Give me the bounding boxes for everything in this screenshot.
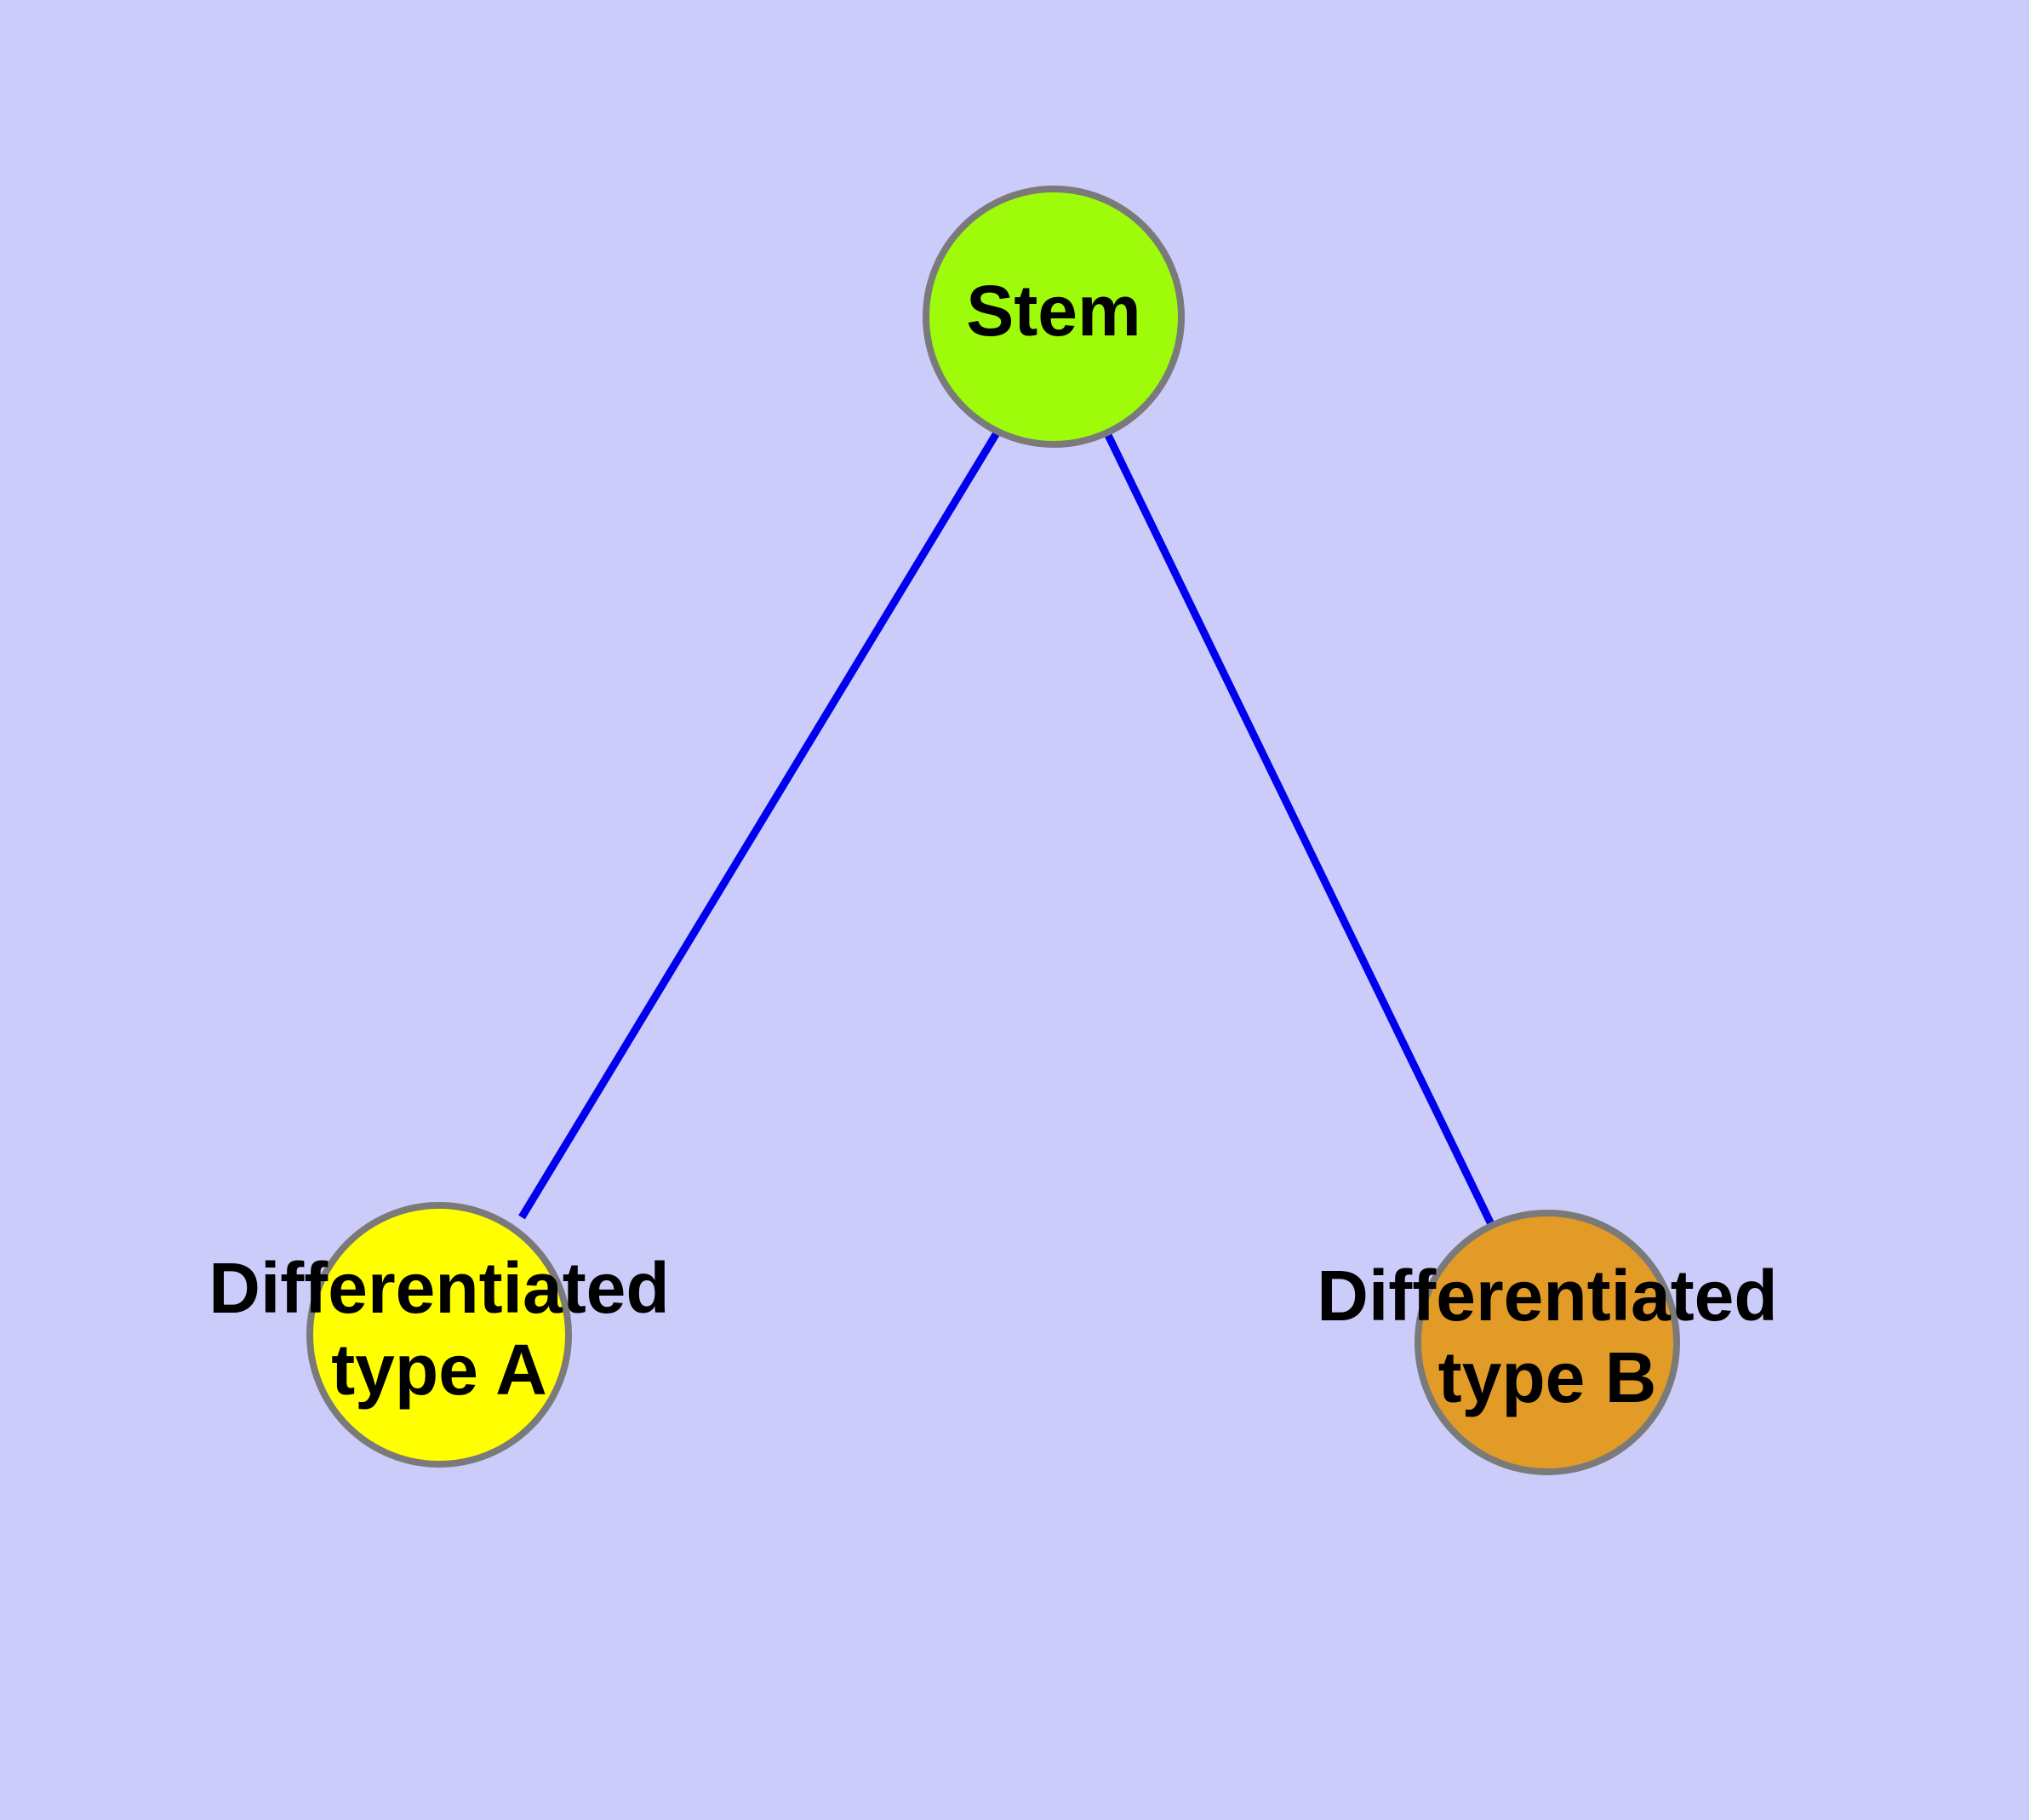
edges-layer — [518, 429, 1495, 1226]
graph-node-label-line: Stem — [966, 271, 1140, 351]
graph-node-stem[interactable] — [923, 186, 1185, 448]
graph-node-diff_a[interactable] — [306, 1202, 572, 1468]
graph-edge-stem-to-diff-b — [1102, 430, 1495, 1226]
graph-node-label-stem: Stem — [966, 271, 1140, 351]
graph-node-label-line: type B — [1438, 1337, 1657, 1417]
graph-node-label-line: Differentiated — [1317, 1256, 1777, 1336]
nodes-layer — [306, 186, 1680, 1475]
graph-node-label-line: Differentiated — [209, 1248, 669, 1328]
graph-edge-stem-to-diff-a — [518, 429, 1001, 1220]
graph-node-diff_b[interactable] — [1415, 1210, 1680, 1475]
graph-node-label-line: type A — [331, 1330, 547, 1410]
